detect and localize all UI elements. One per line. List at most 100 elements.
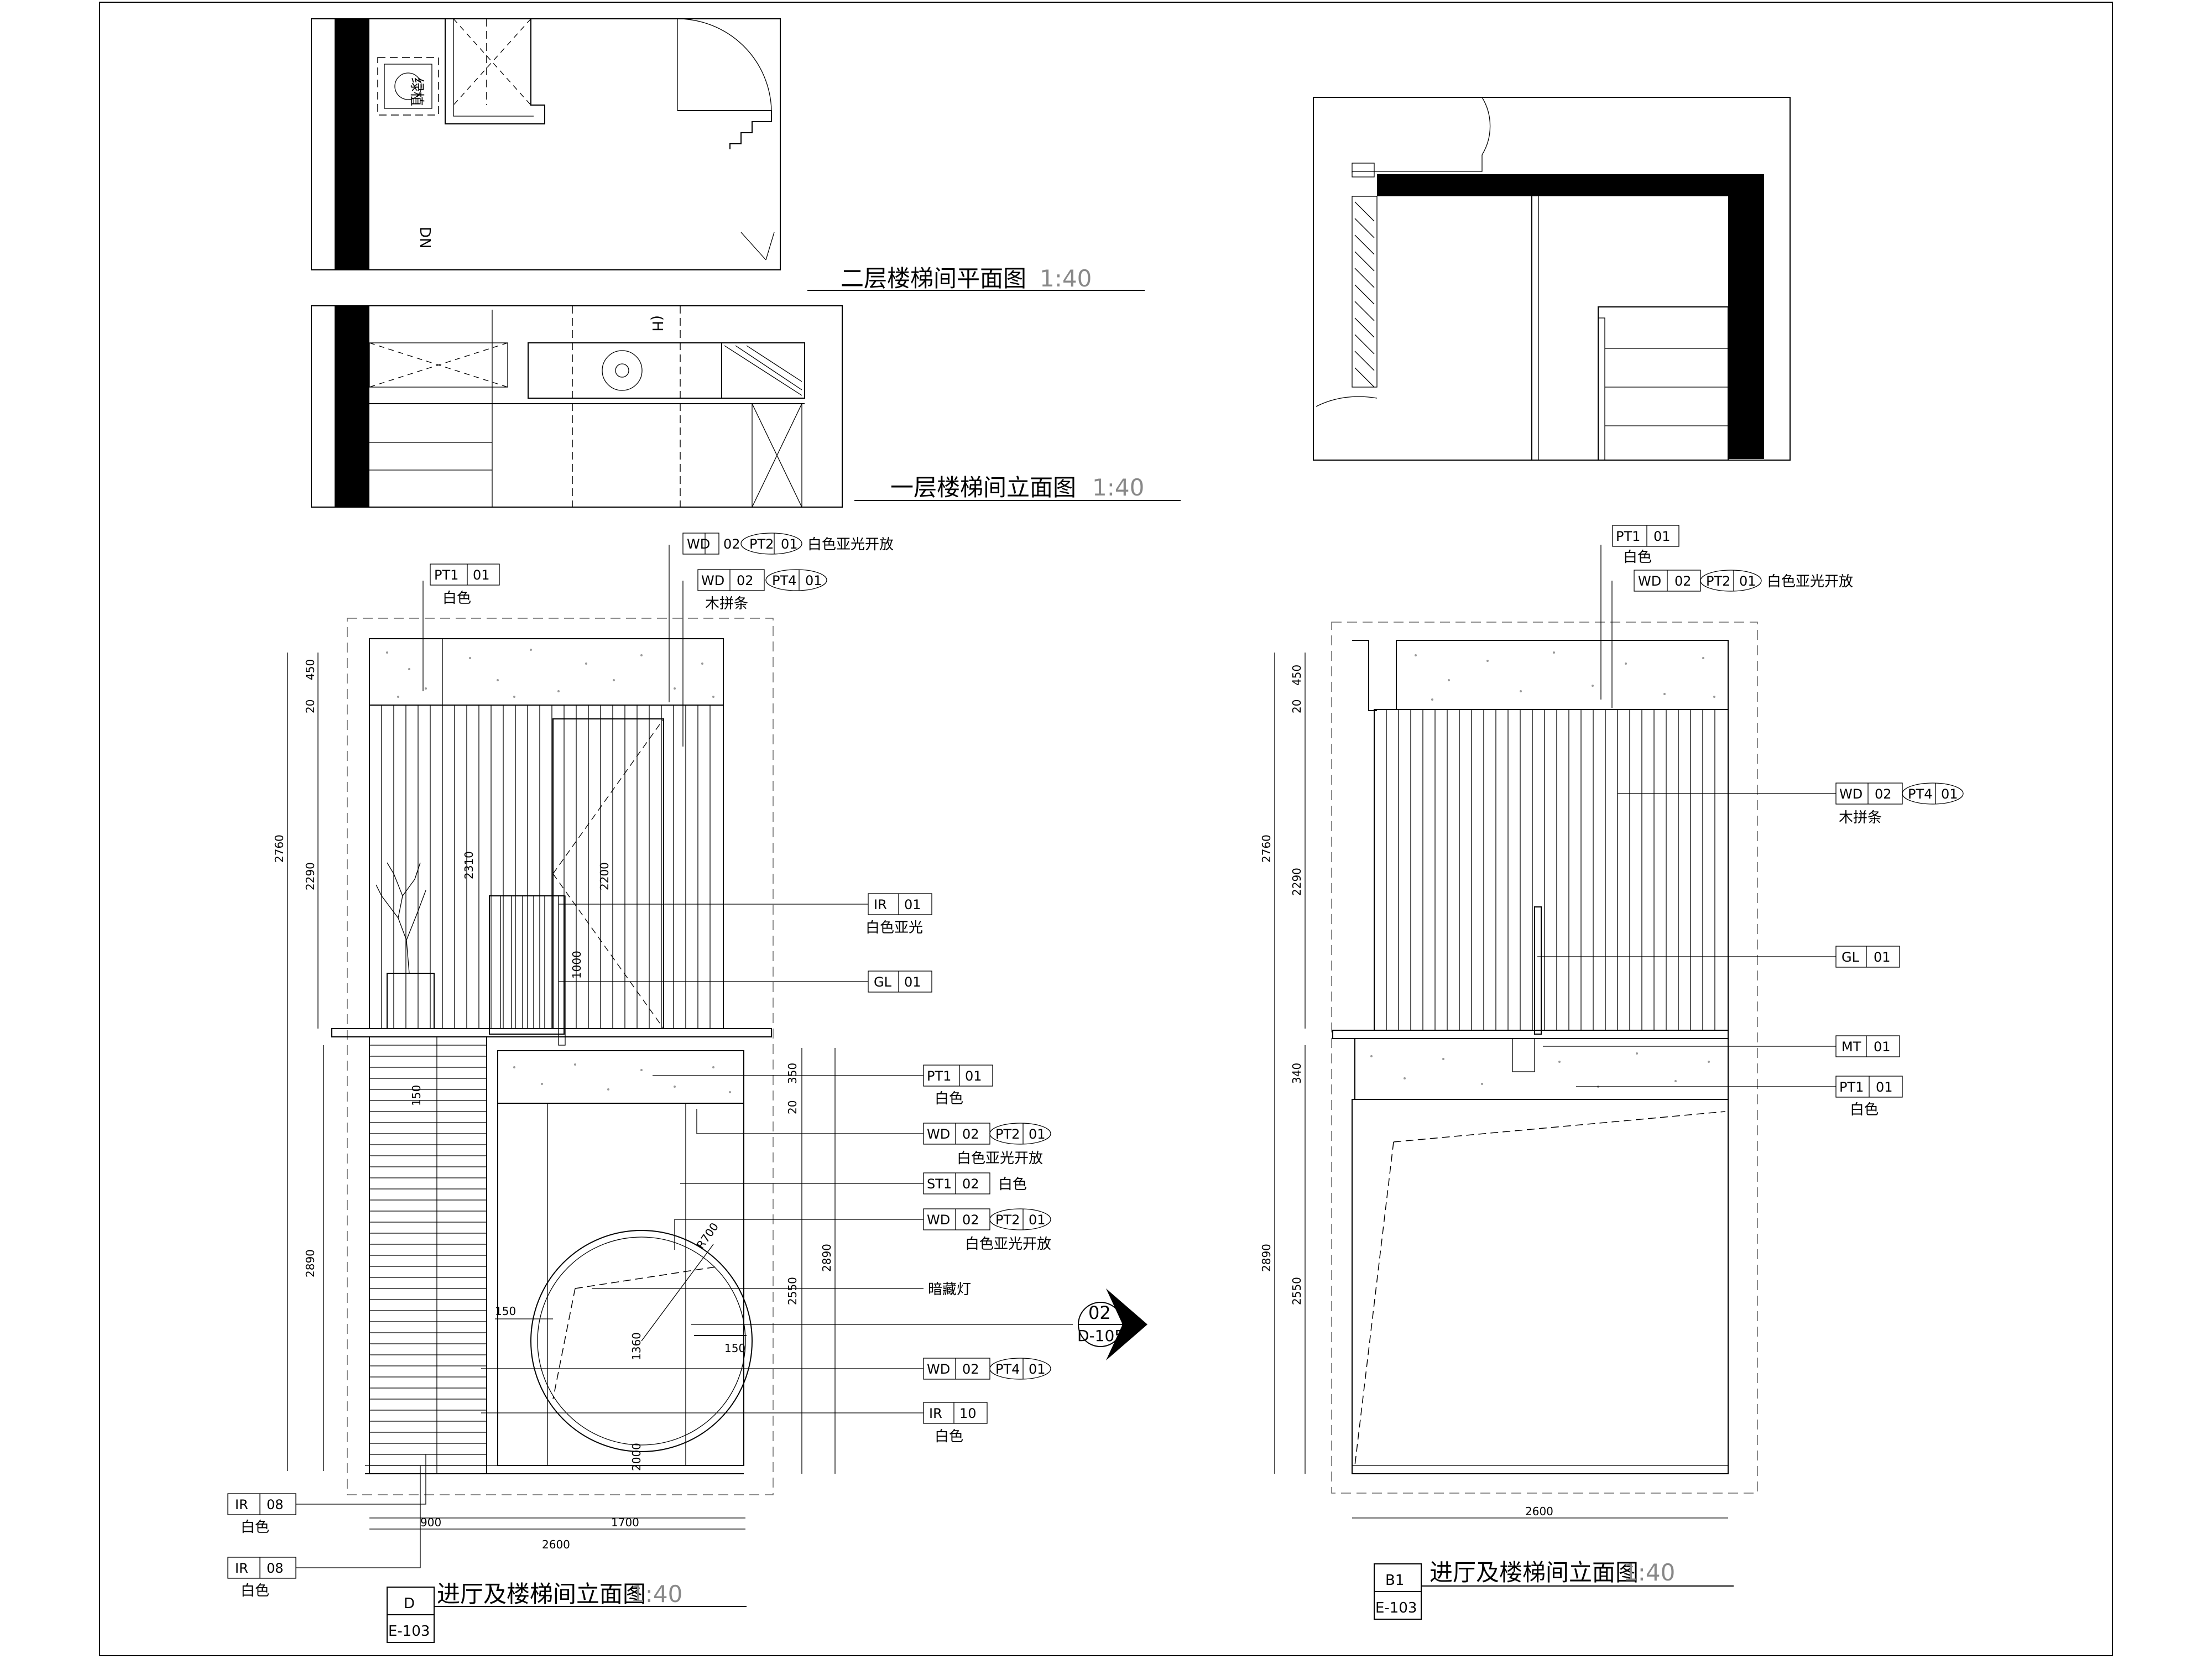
dim-v-350: 350: [786, 1063, 799, 1084]
r-label-pt1-top: PT1 01 白色: [1612, 525, 1679, 566]
tag-no: 08: [267, 1561, 284, 1576]
dim-150a: 150: [495, 1305, 516, 1318]
label-text: 白色: [442, 590, 471, 607]
r-label-pt1-beam: PT1 01 白色: [1835, 1076, 1903, 1118]
tag2: PT4: [1908, 786, 1932, 802]
elev-right-title: 进厅及楼梯间立面图: [1430, 1559, 1639, 1586]
tag: ST1: [927, 1176, 952, 1192]
dim-v-1000: 1000: [570, 951, 583, 979]
tag: MT: [1841, 1039, 1861, 1055]
dim-v-450: 450: [304, 659, 317, 680]
dim-v-2290: 2290: [304, 862, 317, 890]
label-pt1-ceiling: PT1 01 白色: [430, 564, 500, 607]
tag-no: 02: [962, 1176, 979, 1192]
label-text: 白色: [241, 1583, 269, 1599]
tag: IR: [235, 1561, 248, 1576]
r-label-mt01: MT 01: [1835, 1035, 1900, 1057]
r-label-wd-pt4: WD 02 PT4 01 木拼条: [1835, 782, 1964, 826]
tag: WD: [1839, 786, 1863, 802]
elev-first-floor: (H 一层楼梯间立面图 1:40: [311, 305, 1181, 508]
elev-left-title: 进厅及楼梯间立面图: [437, 1580, 646, 1608]
r-dim-2550: 2550: [1290, 1277, 1303, 1305]
dim-r700: R700: [693, 1220, 721, 1251]
label-text: 白色亚光开放: [957, 1150, 1043, 1167]
dim-v-2310: 2310: [462, 851, 476, 879]
tag2: PT2: [995, 1126, 1020, 1142]
tag-no: 01: [1874, 950, 1891, 965]
label-wd-pt2-top: WD 02 PT2 01 白色亚光开放: [682, 533, 894, 555]
elev-first-floor-scale: 1:40: [1092, 474, 1144, 501]
tag-no: 01: [965, 1068, 982, 1084]
sheet-border: [99, 2, 2113, 1656]
label-text: 白色: [935, 1091, 963, 1107]
label-ir10: IR 10 白色: [923, 1402, 988, 1445]
r-dim-2760: 2760: [1260, 834, 1273, 863]
label-wd-pt4-low: WD 02 PT4 01: [923, 1358, 1051, 1380]
tag-no: 01: [1874, 1039, 1891, 1055]
label-wd-pt2-mid: WD 02 PT2 01 白色亚光开放: [923, 1123, 1051, 1167]
r-dim-20: 20: [1290, 700, 1303, 713]
tag2: PT4: [995, 1361, 1020, 1377]
section-mark-code: 02: [1088, 1302, 1111, 1323]
tag-no: 02: [1875, 786, 1892, 802]
tag2-no: 01: [1029, 1361, 1046, 1377]
tag: IR: [235, 1497, 248, 1512]
dim-v-2000: 2000: [630, 1443, 643, 1471]
tag-no: 02: [1674, 573, 1692, 589]
tag-no: 02: [723, 536, 740, 552]
tag-no: 01: [1653, 529, 1671, 544]
hidden-light-note: 暗藏灯: [928, 1281, 971, 1298]
tag: GL: [1841, 950, 1860, 965]
r-dim-2890: 2890: [1260, 1244, 1273, 1272]
tag: WD: [701, 573, 724, 588]
tag: WD: [1638, 573, 1661, 589]
section-mark-sheet: D-105: [1077, 1327, 1124, 1345]
tag2: PT4: [772, 573, 796, 588]
tag-no: 01: [473, 567, 490, 583]
h-mark: (H: [649, 315, 665, 332]
dim-stair-150: 150: [410, 1085, 423, 1106]
elev-right: 20 450 2760 2290 340 2890 2550 2600 B1 E…: [1260, 545, 1836, 1620]
tag: WD: [687, 536, 710, 552]
tag-no: 02: [737, 573, 754, 588]
tag: PT1: [1839, 1079, 1864, 1095]
label-text: 白色: [241, 1519, 269, 1536]
dn-label: DN: [416, 227, 433, 248]
tag-no: 01: [1876, 1079, 1893, 1095]
tag-no: 02: [962, 1212, 979, 1228]
tag-no: 01: [904, 897, 921, 912]
plant-label: 绿植: [408, 77, 425, 106]
label-text: 白色: [1623, 549, 1652, 566]
label-ir08-a: IR 08 白色: [227, 1493, 296, 1536]
label-text: 白色: [998, 1176, 1027, 1193]
label-text: 木拼条: [1839, 810, 1882, 826]
r-label-wd-pt2: WD 02 PT2 01 白色亚光开放: [1634, 570, 1853, 592]
plan-detail-right: [1313, 97, 1791, 461]
tag: PT1: [927, 1068, 951, 1084]
tag2-no: 01: [1029, 1212, 1046, 1228]
r-label-gl01: GL 01: [1835, 946, 1900, 968]
dim-v-20: 20: [304, 700, 317, 713]
tag2: PT2: [1706, 573, 1730, 589]
plan-second-floor-title: 二层楼梯间平面图: [841, 265, 1026, 292]
plan-second-floor: 绿植 DN 二层楼梯间平面图 1:40: [311, 18, 1145, 292]
dim-h-1700: 1700: [611, 1516, 639, 1529]
label-wd-pt4-strip: WD 02 PT4 01 木拼条: [697, 569, 827, 612]
elev-left-scale: 1:40: [630, 1580, 682, 1608]
elev-right-scale: 1:40: [1623, 1559, 1675, 1586]
tag: PT1: [1616, 529, 1640, 544]
elev-right-ref-code: B1: [1385, 1572, 1404, 1589]
label-text: 白色亚光: [865, 920, 923, 936]
label-st1: ST1 02 白色: [923, 1172, 1027, 1194]
tag-no: 02: [962, 1361, 979, 1377]
tag2-no: 01: [1739, 573, 1756, 589]
dim-h-2600: 2600: [542, 1538, 570, 1551]
label-gl01: GL 01: [868, 971, 932, 993]
tag2-no: 01: [805, 573, 822, 588]
tag: GL: [874, 974, 892, 990]
tag-no: 01: [904, 974, 921, 990]
tag2: PT2: [995, 1212, 1020, 1228]
label-text: 白色: [1850, 1102, 1879, 1118]
tag: WD: [927, 1361, 950, 1377]
